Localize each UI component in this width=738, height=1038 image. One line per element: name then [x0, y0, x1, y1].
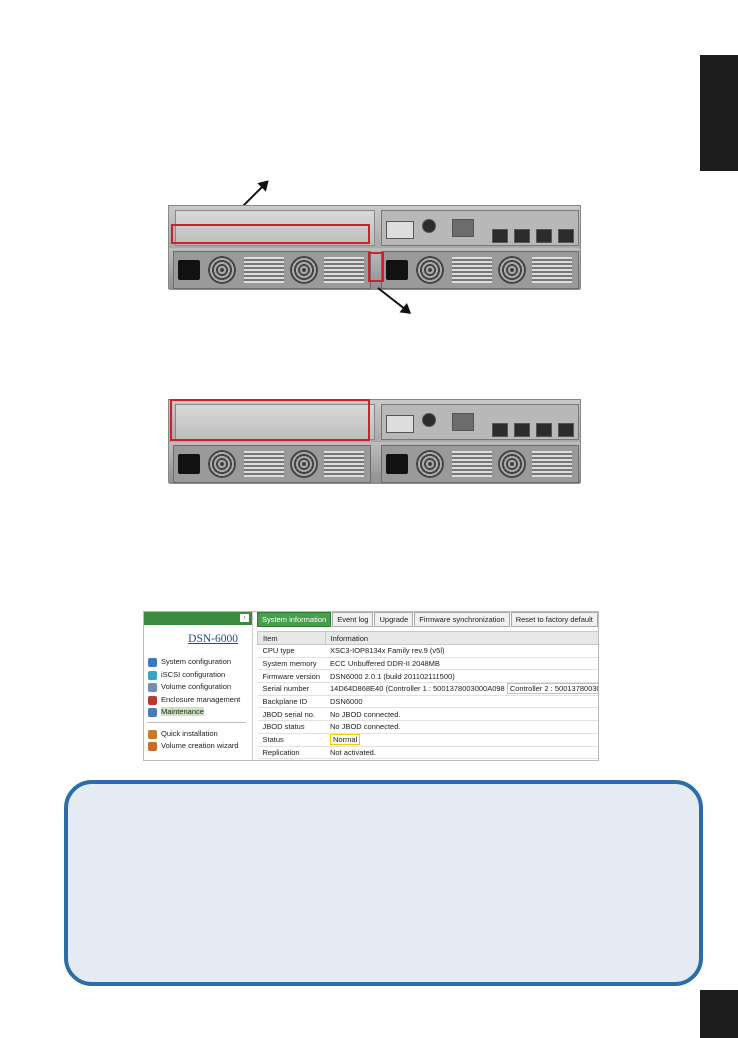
highlighted-value: Controller 2 : 5001378003000A5D8: [506, 683, 598, 695]
sidebar-item-system-configuration[interactable]: System configuration: [147, 656, 252, 669]
system-information-table: Item Information CPU type XSC3-IOP8134x F…: [257, 631, 598, 760]
table-row: Status Normal: [257, 733, 598, 747]
table-row: JBOD serial no. No JBOD connected.: [257, 707, 598, 722]
row-item-label: Serial number: [257, 682, 326, 696]
note-box: [64, 780, 703, 986]
row-information-value: No JBOD connected.: [325, 707, 598, 722]
row-information-value: Not activated.: [325, 746, 598, 760]
brand-link[interactable]: DSN-6000: [188, 633, 238, 645]
column-header-item: Item: [257, 631, 326, 645]
highlighted-value: Normal: [330, 734, 361, 746]
sidebar-item-label: iSCSI configuration: [161, 669, 226, 679]
table-row: CPU type XSC3-IOP8134x Family rev.9 (v5l): [257, 644, 598, 658]
network-icon: [148, 670, 157, 680]
row-item-label: Status: [257, 733, 326, 747]
sidebar-item-label: Volume creation wizard: [161, 741, 239, 750]
gear-icon: [148, 658, 157, 667]
table-row: Backplane ID DSN6000: [257, 695, 598, 709]
info-text: Not activated.: [330, 747, 376, 757]
tab-firmware-synchronization[interactable]: Firmware synchronization: [414, 612, 510, 627]
sidebar-item-volume-configuration[interactable]: Volume configuration: [147, 681, 252, 694]
table-row: Firmware version DSN6000 2.0.1 (build 201…: [257, 669, 598, 684]
tab-system-information[interactable]: System information: [257, 612, 332, 627]
row-item-label: JBOD serial no.: [257, 707, 326, 722]
empty-controller-bay: [175, 404, 375, 440]
sidebar-item-maintenance[interactable]: Maintenance: [147, 706, 252, 719]
controller-module: [381, 404, 579, 440]
column-header-information: Information: [324, 631, 598, 645]
wizard-icon: [148, 742, 157, 751]
sidebar-item-label: Enclosure management: [161, 694, 241, 704]
collapse-icon[interactable]: ‹: [240, 614, 249, 622]
row-information-value: 14D64D868E40 (Controller 1 : 50013780030…: [325, 682, 598, 696]
arrow-to-switch: [377, 287, 409, 313]
row-item-label: JBOD status: [257, 720, 326, 734]
sidebar-item-quick-installation[interactable]: Quick installation: [147, 728, 252, 741]
info-text: No JBOD connected.: [330, 709, 401, 719]
controller-slot-highlight: [171, 224, 370, 244]
table-row: Replication Not activated.: [257, 746, 598, 760]
left-navigation-panel: ‹ DSN-6000 System configuration iSCSI con…: [144, 612, 253, 760]
row-item-label: Firmware version: [257, 669, 326, 684]
row-information-value: DSN6000: [325, 695, 598, 709]
info-text: No JBOD connected.: [330, 722, 401, 732]
sidebar-item-iscsi-configuration[interactable]: iSCSI configuration: [147, 669, 252, 682]
enclosure-icon: [148, 695, 157, 705]
sidebar-item-volume-creation-wizard[interactable]: Volume creation wizard: [147, 740, 252, 753]
tab-upgrade[interactable]: Upgrade: [374, 612, 414, 627]
table-row: System memory ECC Unbuffered DDR-II 2048M…: [257, 657, 598, 671]
table-row: Serial number 14D64D868E40 (Controller 1 …: [257, 682, 598, 696]
table-row: JBOD status No JBOD connected.: [257, 720, 598, 734]
row-item-label: CPU type: [257, 644, 326, 658]
sidebar-item-enclosure-management[interactable]: Enclosure management: [147, 694, 252, 707]
info-text: 14D64D868E40 (Controller 1 : 50013780030…: [330, 684, 505, 694]
rear-panel-illustration-1: [168, 205, 581, 290]
row-information-value: Normal: [325, 733, 598, 747]
tab-event-log[interactable]: Event log: [332, 612, 374, 627]
menu-divider: [147, 721, 246, 723]
info-text: ECC Unbuffered DDR-II 2048MB: [330, 659, 440, 669]
management-ui-screenshot: ‹ DSN-6000 System configuration iSCSI con…: [143, 611, 599, 761]
info-text: DSN6000: [330, 697, 363, 707]
row-item-label: Replication: [257, 746, 326, 760]
controller-module: [381, 210, 579, 246]
empty-controller-bay: [175, 210, 375, 246]
sidebar-item-label: System configuration: [161, 657, 232, 666]
sidebar-item-label: Quick installation: [161, 728, 218, 738]
row-information-value: DSN6000 2.0.1 (build 201102111500): [325, 669, 598, 684]
language-side-tab: [700, 55, 738, 171]
sidebar-item-label: Maintenance: [161, 707, 204, 716]
tab-reset-to-factory-default[interactable]: Reset to factory default: [510, 612, 598, 627]
row-item-label: System memory: [257, 657, 326, 671]
info-text: DSN6000 2.0.1 (build 201102111500): [330, 671, 455, 681]
left-panel-header: ‹: [144, 612, 252, 625]
row-information-value: No JBOD connected.: [325, 720, 598, 734]
info-text: XSC3-IOP8134x Family rev.9 (v5l): [330, 646, 445, 656]
switch-highlight: [368, 252, 384, 282]
wrench-icon: [148, 708, 157, 717]
disk-icon: [148, 683, 157, 692]
sidebar-item-label: Volume configuration: [161, 682, 232, 691]
rear-panel-illustration-2: [168, 399, 581, 484]
row-item-label: Backplane ID: [257, 695, 326, 709]
wand-icon: [148, 729, 157, 739]
page-number-box: [700, 990, 738, 1038]
row-information-value: ECC Unbuffered DDR-II 2048MB: [325, 657, 598, 671]
row-information-value: XSC3-IOP8134x Family rev.9 (v5l): [325, 644, 598, 658]
controller-bay-highlight: [170, 399, 370, 441]
